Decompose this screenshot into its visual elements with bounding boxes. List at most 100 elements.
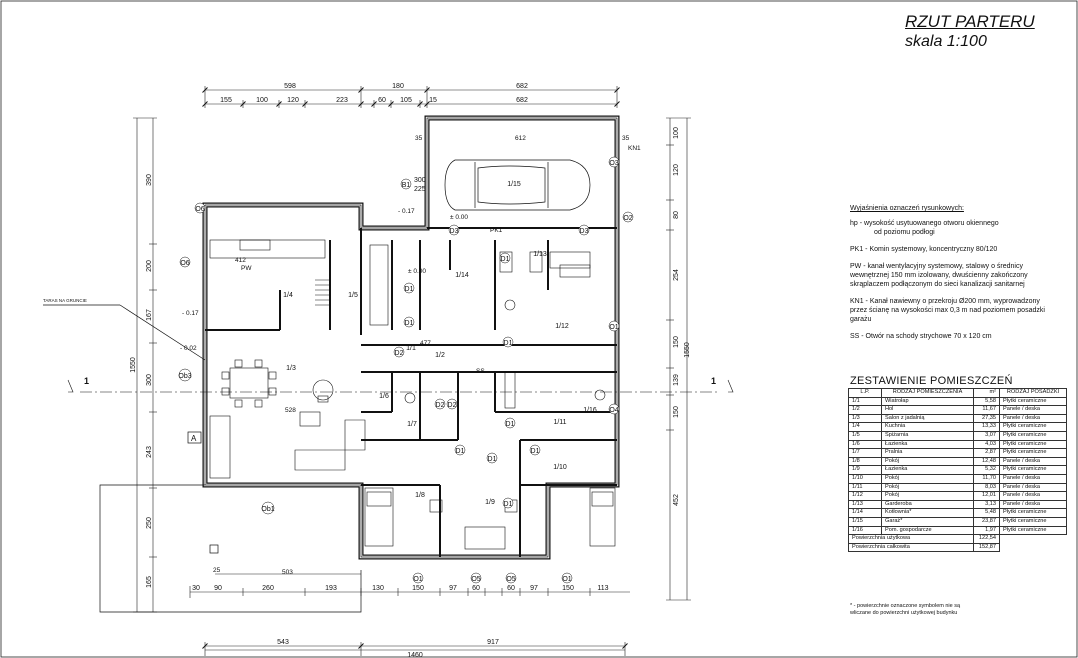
window-tag-b1: B1 (402, 182, 411, 189)
legend-item-ss-line1: SS - Otwór na schody strychowe 70 x 120 … (850, 333, 992, 340)
dim-garage-612: 612 (515, 135, 526, 142)
cell-floor-type: Panele / deska (999, 491, 1067, 501)
cell-floor-type: Płytki ceramiczne (999, 508, 1067, 518)
cell-floor-type: Panele / deska (999, 405, 1067, 415)
door-tag-d3-b: D3 (580, 228, 589, 235)
cell-room-type: Spiżarnia (881, 430, 974, 441)
cell-room-type: Salon z jadalnią (881, 413, 974, 424)
kn1-label: KN1 (628, 145, 641, 152)
window-tag-o2: O2 (623, 215, 632, 222)
dimension-lines-left (133, 117, 157, 613)
dimension-tick (358, 101, 364, 107)
window-tag-o5: O5 (471, 576, 480, 583)
legend-item-pw-line2: wewnętrznej 150 mm izolowany, dwuścienny… (850, 272, 1028, 279)
cell-lp: 1/11 (848, 482, 882, 493)
dim-top-180: 180 (392, 83, 404, 90)
cell-lp: 1/16 (848, 525, 882, 536)
window-tag-o3: O3 (609, 160, 618, 167)
room-label-1-10: 1/10 (553, 464, 567, 471)
dim-top-682: 682 (516, 83, 528, 90)
dimension-lines-right (666, 117, 691, 601)
dim-bottom-97b: 97 (530, 585, 538, 592)
cell-area: 5,58 (973, 396, 1000, 407)
cell-room-type: Łazienka (881, 465, 974, 475)
rooms-table-title: ZESTAWIENIE POMIESZCZEŃ (850, 375, 1013, 387)
cell-floor-type: Panele / deska (999, 499, 1067, 510)
room-label-1-4: 1/4 (283, 292, 293, 299)
dim-bottom-60: 60 (472, 585, 480, 592)
room-label-1-16: 1/16 (583, 407, 597, 414)
dimension-tick (371, 101, 377, 107)
dimension-tick (614, 87, 620, 93)
room-label-1-15: 1/15 (507, 181, 521, 188)
dim-bottom-193: 193 (325, 585, 337, 592)
dim-left-300: 300 (146, 374, 153, 386)
legend-item-kn1-line1: KN1 - Kanał nawiewny o przekroju Ø200 mm… (850, 298, 1040, 305)
dimension-tick (417, 101, 423, 107)
dimension-tick (614, 101, 620, 107)
door-tag-d3-a: D3 (450, 228, 459, 235)
room-label-1-8: 1/8 (415, 492, 425, 499)
door-tag-d2-b: D2 (436, 402, 445, 409)
door-tag-d1-b: D1 (504, 340, 513, 347)
cell-floor-type: Płytki ceramiczne (999, 422, 1067, 432)
dimension-tick (358, 643, 364, 649)
window-tag-o5-b: O5 (506, 576, 515, 583)
rooms-footnote: * - powierzchnie oznaczone symbolem nie … (850, 603, 1000, 617)
cell-floor-type: Panele / deska (999, 482, 1067, 493)
cell-lp: 1/9 (848, 465, 882, 475)
cell-area: 11,67 (973, 405, 1000, 415)
cell-area: 5,48 (973, 508, 1000, 518)
dim-terrace-503: 503 (282, 569, 293, 576)
dim-right-80: 80 (673, 211, 680, 219)
dimension-tick (424, 101, 430, 107)
dimension-tick (276, 101, 282, 107)
cell-floor-type: Panele / deska (999, 456, 1067, 467)
cell-floor-type: Panele / deska (999, 473, 1067, 484)
room-label-1-5: 1/5 (348, 292, 358, 299)
cell-room-type: Pralnia (881, 448, 974, 458)
dim-top-15: 15 (429, 97, 437, 104)
dim-living-528: 528 (285, 407, 296, 414)
cell-room-type: Pom. gospodarcze (881, 525, 974, 536)
window-b1-dim-top: 300 (414, 177, 426, 184)
cell-room-type: Pokój (881, 456, 974, 467)
cell-lp: 1/13 (848, 499, 882, 510)
room-label-1-7: 1/7 (407, 421, 417, 428)
dim-bottom-260: 260 (262, 585, 274, 592)
cell-area: 12,48 (973, 456, 1000, 467)
rooms-table: L.P. RODZAJ POMIESZCZENIA m² RODZAJ POSA… (848, 388, 1067, 553)
cell-area: 12,01 (973, 491, 1000, 501)
dim-bottom-150b: 150 (562, 585, 574, 592)
dim-garage-35b: 35 (622, 135, 630, 142)
dim-bottom-130: 130 (372, 585, 384, 592)
dimension-tick (202, 643, 208, 649)
dim-left-165: 165 (146, 576, 153, 588)
dim-right-254: 254 (673, 269, 680, 281)
dim-bottom-30: 30 (192, 585, 200, 592)
cell-room-type: Pokój (881, 482, 974, 493)
section-marker-left: 1 (84, 376, 89, 386)
door-tag-d1-c: D1 (405, 286, 414, 293)
cell-room-type: Garderoba (881, 499, 974, 510)
window-tag-o1: O1 (609, 324, 618, 331)
window-tag-o1-c: O1 (562, 576, 571, 583)
window-tag-o4: O4 (609, 407, 618, 414)
window-b1-dim-bottom: 225 (414, 186, 426, 193)
room-label-1-14: 1/14 (455, 272, 469, 279)
cell-floor-type: Płytki ceramiczne (999, 465, 1067, 475)
door-tag-d2-a: D2 (395, 350, 404, 357)
dimension-tick (424, 87, 430, 93)
cell-area: 23,87 (973, 516, 1000, 527)
door-tag-d2-c: D2 (448, 402, 457, 409)
room-label-1-6: 1/6 (379, 393, 389, 400)
total-value: 152,87 (973, 542, 1000, 553)
